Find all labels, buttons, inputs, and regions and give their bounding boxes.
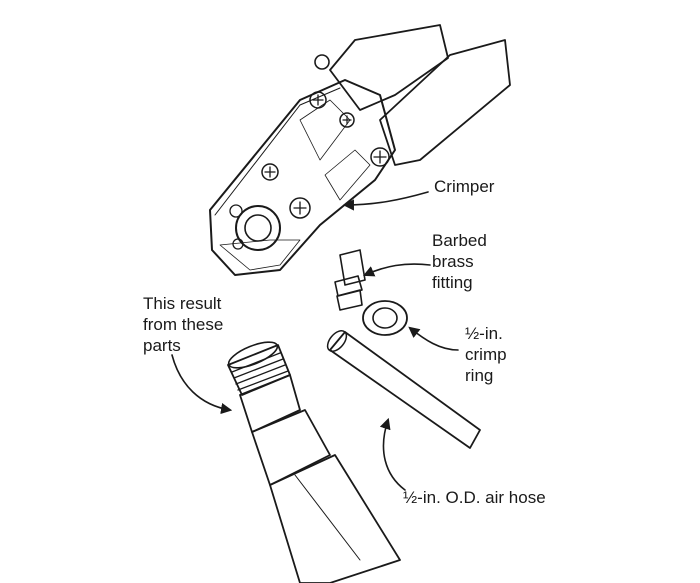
fitting-arrow: [362, 263, 431, 277]
crimper-label: Crimper: [434, 177, 495, 196]
crimp-ring-drawing: [362, 300, 408, 336]
crimper-handle-right: [379, 39, 511, 166]
hose-label: ½-in. O.D. air hose: [403, 488, 546, 507]
air-hose-drawing: [326, 330, 481, 449]
crimper-die-hole: [235, 205, 281, 251]
crimper-drawing: [209, 24, 511, 276]
crimper-arrow: [342, 191, 429, 211]
fitting-label-line1: Barbed: [432, 231, 487, 250]
result-label-line3: parts: [143, 336, 181, 355]
assembled-hose-drawing: [227, 341, 401, 583]
ring-label-line1: ½-in.: [465, 324, 503, 343]
fitting-label-line3: fitting: [432, 273, 473, 292]
result-label-line2: from these: [143, 315, 224, 334]
ring-label-line2: crimp: [465, 345, 507, 364]
barbed-brass-fitting-drawing: [334, 249, 366, 311]
crimper-screws: [229, 91, 390, 250]
hose-arrow: [379, 417, 406, 491]
result-label-line1: This result: [143, 294, 222, 313]
crimper-jaw-body: [209, 79, 396, 276]
crimper-handle-left: [329, 24, 449, 111]
ring-arrow: [408, 326, 459, 351]
result-arrow: [171, 354, 233, 415]
ring-label-line3: ring: [465, 366, 494, 385]
fitting-label-line2: brass: [432, 252, 474, 271]
leader-arrows: [171, 191, 459, 491]
